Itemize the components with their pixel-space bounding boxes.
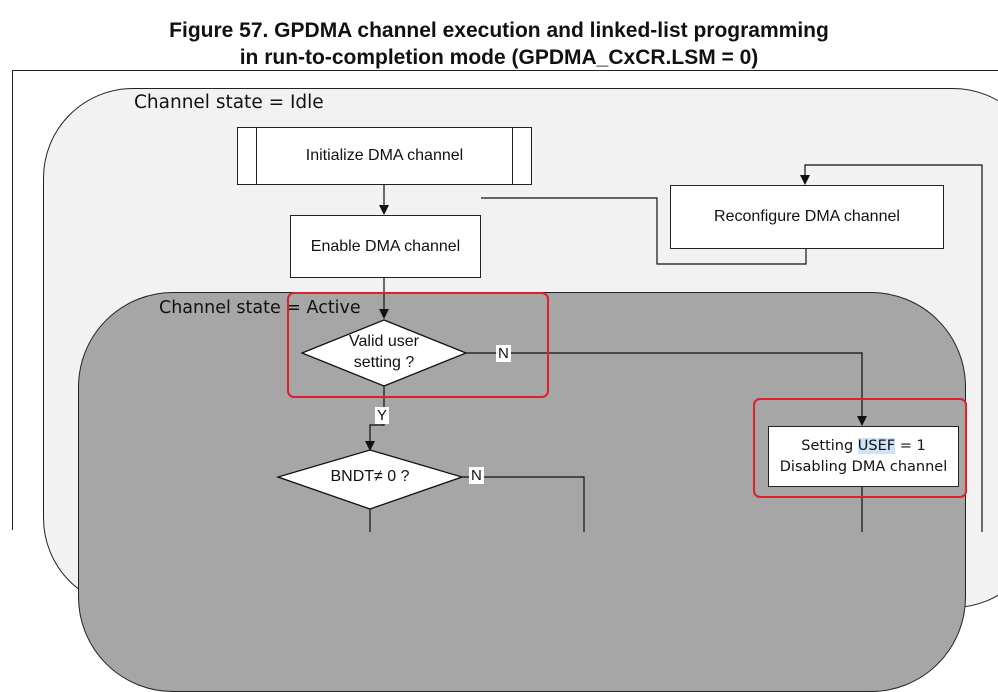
highlight-usef-box bbox=[753, 398, 967, 498]
valid-line1: Valid user bbox=[349, 333, 419, 350]
initialize-label: Initialize DMA channel bbox=[305, 147, 464, 164]
highlight-valid-setting bbox=[287, 292, 549, 398]
figure-title-line1: Figure 57. GPDMA channel execution and l… bbox=[169, 19, 829, 42]
enable-label: Enable DMA channel bbox=[310, 237, 461, 255]
usef-prefix: Setting bbox=[801, 437, 858, 454]
setting-usef-box: Setting USEF = 1 Disabling DMA channel bbox=[768, 426, 959, 487]
subroutine-bar-right bbox=[512, 128, 513, 184]
arrow-loop-to-reconfigure bbox=[800, 164, 983, 532]
usef-line1: Setting USEF = 1 bbox=[801, 436, 926, 457]
usef-suffix: = 1 bbox=[895, 437, 926, 454]
bndt-text: BNDT≠ 0 ? bbox=[330, 468, 410, 485]
usef-highlight: USEF bbox=[857, 437, 896, 454]
figure-title-line2: in run-to-completion mode (GPDMA_CxCR.LS… bbox=[239, 46, 759, 69]
line-reconfigure-return bbox=[481, 197, 807, 265]
active-state-label: Channel state = Active bbox=[159, 298, 361, 318]
reconfigure-label: Reconfigure DMA channel bbox=[714, 208, 900, 225]
bndt-no-label: N bbox=[469, 467, 484, 484]
flow-connectors bbox=[275, 164, 983, 532]
usef-line2: Disabling DMA channel bbox=[779, 458, 948, 475]
valid-line2: setting ? bbox=[353, 354, 415, 371]
valid-setting-decision bbox=[300, 319, 468, 387]
initialize-dma-channel-box: Initialize DMA channel bbox=[237, 127, 532, 185]
arrow-valid-no-to-usef bbox=[466, 352, 867, 426]
bndt-decision bbox=[275, 449, 465, 510]
valid-setting-text: Valid user setting ? bbox=[320, 331, 448, 373]
reconfigure-dma-channel-box: Reconfigure DMA channel bbox=[670, 185, 944, 249]
valid-yes-label: Y bbox=[375, 407, 390, 424]
idle-state-label: Channel state = Idle bbox=[134, 92, 324, 113]
enable-dma-channel-box: Enable DMA channel bbox=[290, 215, 481, 278]
valid-no-label: N bbox=[496, 345, 511, 362]
subroutine-bar-left bbox=[256, 128, 257, 184]
arrow-valid-yes-to-bndt bbox=[365, 386, 385, 451]
line-bndt-no bbox=[462, 476, 585, 532]
